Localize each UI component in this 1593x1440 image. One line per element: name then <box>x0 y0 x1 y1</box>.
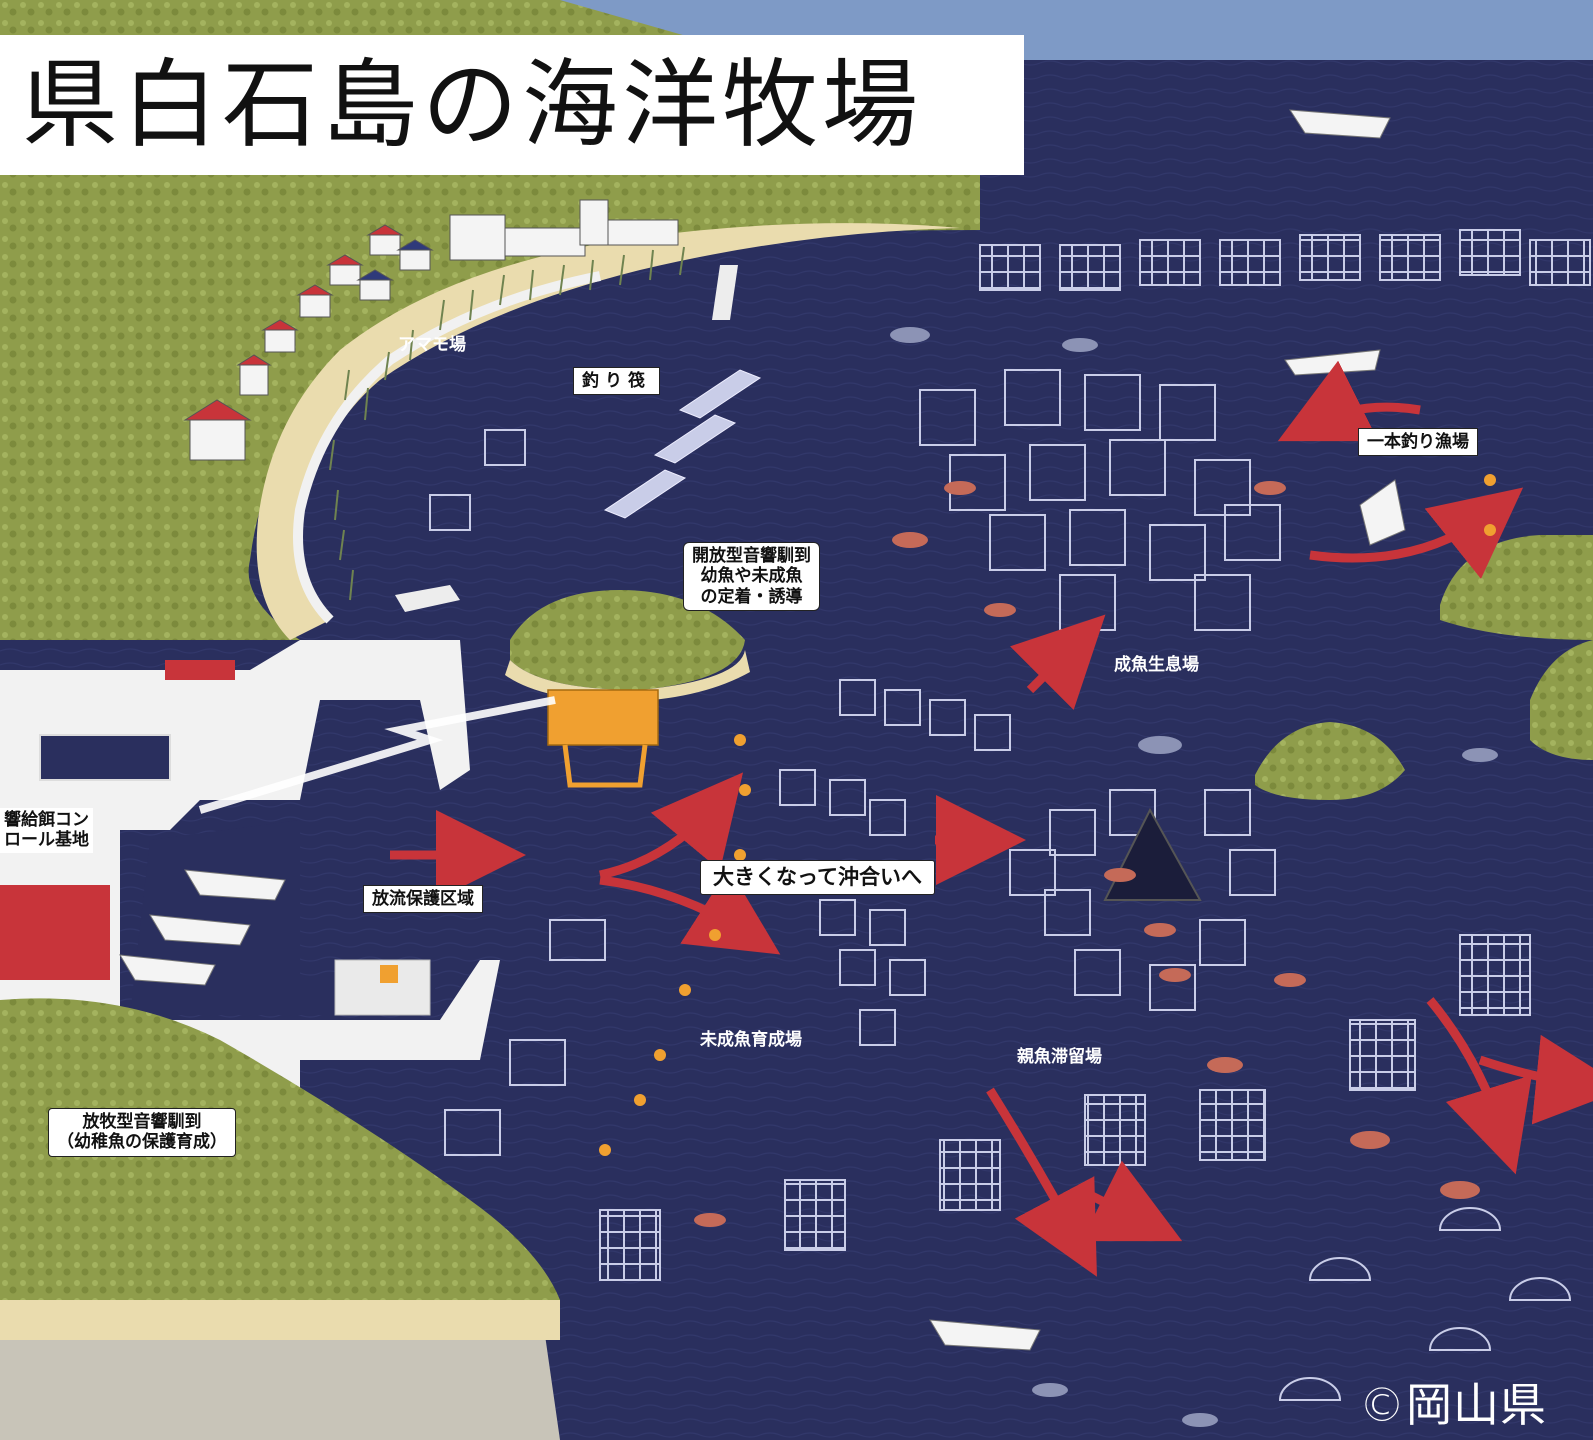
title-banner: 県白石島の海洋牧場 <box>0 35 1024 175</box>
label-feed-control-base: 響給餌コン ロール基地 <box>0 808 93 853</box>
island-centre <box>510 590 745 690</box>
label-feed-control-base-line2: ロール基地 <box>4 830 89 851</box>
label-adult-habitat: 成魚生息場 <box>1114 655 1199 675</box>
feeder-structure <box>547 689 659 788</box>
signal-bolt <box>198 696 556 814</box>
label-fishing-raft: 釣り筏 <box>573 367 660 396</box>
cages-north <box>429 429 526 531</box>
pier <box>712 265 738 320</box>
island-small <box>1255 722 1405 800</box>
buildings-north <box>183 199 679 461</box>
lattice-reefs <box>599 229 1591 1281</box>
buoys <box>599 474 1496 1156</box>
label-release-area: 放流保護区域 <box>363 885 483 914</box>
label-grazing-feeder-line1: 放牧型音響馴到 <box>82 1112 202 1132</box>
fish <box>694 481 1480 1227</box>
breakwater-small <box>395 585 460 612</box>
label-grazing-feeder: 放牧型音響馴到 （幼稚魚の保護育成） <box>48 1108 236 1157</box>
label-feed-control-base-line1: 響給餌コン <box>4 810 89 830</box>
flow-arrows <box>390 360 1593 1277</box>
label-grazing-feeder-line2: （幼稚魚の保護育成） <box>57 1132 227 1153</box>
label-open-feeder-line3: の定着・誘導 <box>700 586 803 607</box>
label-open-feeder: 開放型音響馴到 幼魚や未成魚 の定着・誘導 <box>683 542 820 612</box>
land-hills-south <box>0 998 560 1340</box>
label-pole-fishing: 一本釣り漁場 <box>1358 428 1478 457</box>
fishing-rafts <box>603 369 762 519</box>
island-east-2 <box>1530 640 1593 760</box>
label-open-feeder-line1: 開放型音響馴到 <box>692 546 811 566</box>
warehouse-dark <box>39 734 171 781</box>
label-seagrass-bed: アマモ場 <box>398 335 466 355</box>
fish-grey <box>890 327 1498 1427</box>
warehouse-red <box>0 885 110 980</box>
page-title: 県白石島の海洋牧場 <box>22 49 922 161</box>
label-juvenile-area: 未成魚育成場 <box>700 1030 802 1050</box>
label-grow-offshore: 大きくなって沖合いへ <box>700 860 935 896</box>
dome-reefs <box>1278 1207 1572 1401</box>
seagrass <box>329 246 685 601</box>
label-open-feeder-line2: 幼魚や未成魚 <box>700 566 803 587</box>
label-parent-fish: 親魚滞留場 <box>1017 1047 1102 1067</box>
copyright-credit: ©岡山県 <box>1359 1378 1547 1432</box>
beach <box>256 223 961 640</box>
